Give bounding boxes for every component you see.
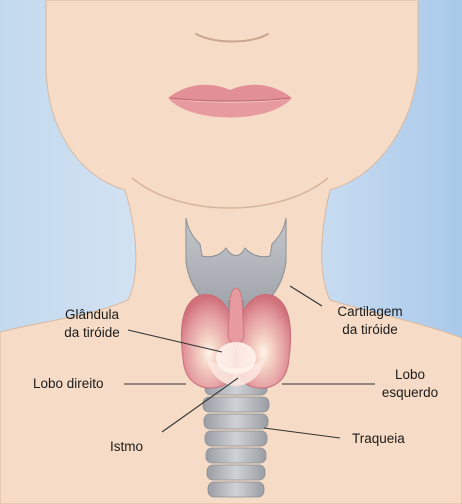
label-glandula-line1: Glândula (46, 306, 138, 324)
label-cartilagem-line2: da tiróide (322, 321, 418, 339)
label-lobo-esquerdo: Lobo esquerdo (368, 366, 452, 402)
label-cartilagem-line1: Cartilagem (322, 303, 418, 321)
label-istmo: Istmo (110, 438, 143, 456)
label-cartilagem: Cartilagem da tiróide (322, 303, 418, 339)
label-traqueia: Traqueia (352, 430, 405, 448)
pyramidal-lobe (228, 288, 244, 344)
label-lobo-esquerdo-line2: esquerdo (368, 384, 452, 402)
trachea (203, 380, 269, 497)
label-glandula-line2: da tiróide (46, 324, 138, 342)
label-lobo-direito: Lobo direito (33, 375, 104, 393)
label-glandula: Glândula da tiróide (46, 306, 138, 342)
label-lobo-esquerdo-line1: Lobo (368, 366, 452, 384)
thyroid-gland (181, 288, 290, 388)
